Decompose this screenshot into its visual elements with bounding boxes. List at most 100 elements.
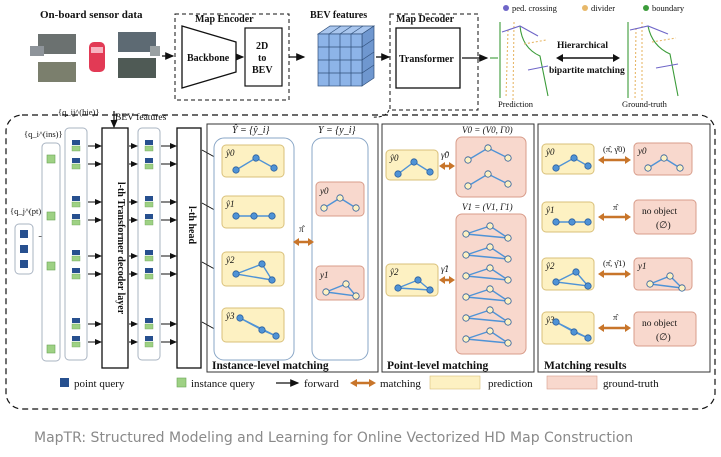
decoder-bev-features-label: BEV features [115, 112, 167, 123]
legend-prediction: prediction [488, 378, 533, 390]
hie-pairs-ins-4 [71, 255, 81, 262]
pred-y0-glyph-node-2 [270, 164, 278, 172]
hie-pairs-pt-2 [72, 196, 80, 201]
result-gt-y1-glyph [646, 272, 686, 292]
hie-pairs-pt-6 [72, 318, 80, 323]
prediction-legend-swatch [429, 375, 481, 390]
svg-text:ŷ0: ŷ0 [225, 148, 235, 158]
result-gt-y0-glyph-node-2 [676, 164, 684, 172]
v1-perm-3 [462, 285, 512, 305]
gt-y0-glyph-node-0 [320, 204, 328, 212]
gamma0-label: γ̂0 [441, 150, 450, 160]
to-bev-line2: to [258, 53, 266, 64]
instance-pi-label: π̂ [299, 224, 306, 234]
instance-query-square-2 [46, 261, 56, 271]
v1-perm-2-node-1 [486, 264, 494, 272]
matching-results-section [537, 123, 711, 373]
result-gt-y1-glyph-line [649, 275, 684, 289]
upd-pairs-ins-6 [144, 323, 154, 330]
result-match-label-2: (π̂, γ̂1) [603, 258, 625, 268]
svg-text:no object: no object [642, 319, 677, 329]
v1-perm-2-line [465, 267, 509, 281]
pred-y2-glyph [232, 260, 276, 284]
hie-pairs-ins-1 [71, 163, 81, 170]
pred-y2-glyph-node-0 [232, 270, 240, 278]
instance-query-legend-swatch [176, 377, 187, 388]
prediction-set-container [213, 137, 295, 361]
v1-perm-2-node-2 [504, 276, 512, 284]
sensor-data-label: On-board sensor data [40, 9, 143, 21]
v1-perm-3-line [465, 288, 509, 302]
v0-perm-0-node-2 [504, 154, 512, 162]
v0-label: V0 = (V0, Γ0) [462, 125, 513, 135]
point-matching-arrow-1 [439, 276, 455, 284]
legend-point-query: point query [74, 378, 125, 390]
result-gt-y0-glyph-node-0 [644, 164, 652, 172]
hie-pairs-ins-0 [71, 145, 81, 152]
point-query-square-1 [20, 245, 28, 253]
pred-y3-glyph-node-1 [258, 326, 266, 334]
v1-perm-3-node-0 [462, 293, 470, 301]
result-no-object-3: no object(∅) [633, 311, 697, 347]
result-pred-y1-card: ŷ1 [541, 201, 595, 233]
hie-pairs-pt-4 [72, 250, 80, 255]
svg-text:y0: y0 [637, 146, 647, 156]
point-pred-y2-glyph-line [397, 279, 433, 291]
2d-to-bev-box [244, 27, 283, 87]
point-query-legend-swatch [60, 378, 69, 387]
upd-pairs-pt-4 [145, 250, 153, 255]
v1-perm-1-node-0 [462, 251, 470, 259]
point-pred-y0-glyph-node-0 [394, 170, 402, 178]
instance-matching-section [206, 123, 379, 373]
v1-perm-5 [462, 327, 512, 347]
prediction-map [490, 21, 549, 101]
v0-perm-1 [464, 170, 512, 190]
updated-query-pairs [144, 140, 154, 348]
upd-pairs-ins-4 [144, 255, 154, 262]
upd-pairs-pt-0 [145, 140, 153, 145]
legend-matching: matching [380, 378, 421, 390]
point-query-square-2 [20, 260, 28, 268]
transformer-box [395, 27, 461, 89]
prediction-set-label: Ŷ = {ŷ_i} [232, 124, 270, 136]
upd-pairs-ins-7 [144, 341, 154, 348]
result-pred-y1-glyph [552, 218, 592, 226]
v0-perm-0-node-1 [484, 144, 492, 152]
v0-perm-0 [464, 144, 512, 164]
top-matching-arrow [556, 54, 620, 62]
head-label: l-th head [186, 206, 197, 245]
svg-text:ŷ1: ŷ1 [545, 205, 555, 215]
v1-perm-2 [462, 264, 512, 284]
decoder-layer-label: l-th Transformer decoder layer [115, 182, 126, 315]
upd-pairs-ins-1 [144, 163, 154, 170]
map-decoder-label: Map Decoder [396, 14, 455, 25]
svg-text:ŷ3: ŷ3 [225, 311, 235, 321]
v1-perm-1 [462, 243, 512, 263]
v0-perm-1-node-1 [484, 170, 492, 178]
result-match-label-0: (π̂, γ̂0) [603, 144, 625, 154]
result-pred-y2-glyph-node-2 [584, 282, 592, 290]
legend-boundary: boundary [652, 3, 685, 13]
v0-perm-0-node-0 [464, 156, 472, 164]
figure-caption: MapTR: Structured Modeling and Learning … [34, 430, 634, 446]
result-pred-y1-glyph-node-2 [584, 218, 592, 226]
q-ins-label: {q_i^(ins)} [24, 129, 63, 139]
upd-pairs-pt-5 [145, 268, 153, 273]
svg-text:y1: y1 [637, 261, 647, 271]
hierarchical-label: Hierarchical [557, 41, 608, 51]
pred-y3-glyph-node-2 [272, 332, 280, 340]
map-decoder-box [389, 13, 479, 111]
decoder-detail-panel [5, 114, 716, 410]
hierarchical-query-pairs [71, 140, 81, 348]
gt-set-label: Y = {y_i} [318, 125, 356, 136]
instance-query-square-0 [46, 154, 56, 164]
result-pred-y0-card: ŷ0 [541, 143, 595, 175]
v1-perm-0-line [465, 225, 509, 239]
ped-crossing-legend-dot [503, 5, 509, 11]
ground-truth-map-label: Ground-truth [622, 99, 668, 109]
pred-y2-card: ŷ2 [221, 251, 285, 287]
instance-query-column [41, 142, 61, 362]
result-pred-y3-glyph-node-2 [584, 334, 592, 342]
svg-text:ŷ2: ŷ2 [225, 255, 235, 265]
pred-y2-glyph-node-2 [268, 276, 276, 284]
